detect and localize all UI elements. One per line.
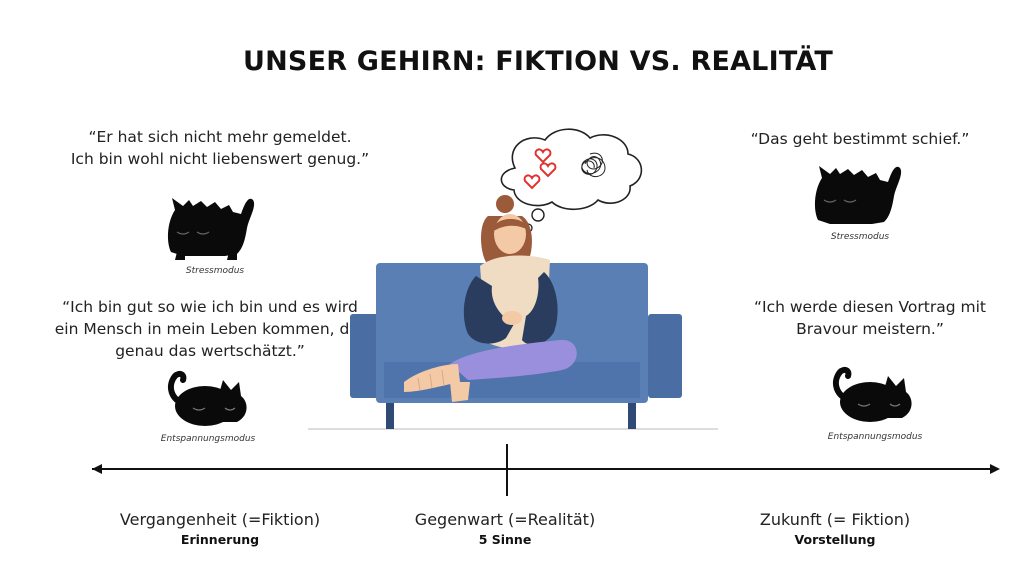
stressed-cat-icon: [163, 192, 259, 260]
timeline-past-label: Vergangenheit (=Fiktion): [119, 510, 321, 529]
quote-future-stress: “Das geht bestimmt schief.”: [700, 128, 1020, 150]
quote-line: “Er hat sich nicht mehr gemeldet.: [88, 128, 352, 146]
timeline-future-sub: Vorstellung: [794, 532, 876, 547]
stressed-cat-icon: [810, 160, 906, 228]
relaxed-cat-icon: [163, 364, 253, 428]
timeline-past: Vergangenheit (=Fiktion) Erinnerung: [100, 510, 340, 547]
quote-line: “Ich bin gut so wie ich bin und es wird: [62, 298, 358, 316]
quote-line: Bravour meistern.”: [796, 320, 944, 338]
page-title: UNSER GEHIRN: FIKTION VS. REALITÄT: [243, 46, 833, 77]
quote-past-relaxed: “Ich bin gut so wie ich bin und es wird …: [30, 296, 390, 362]
quote-line: “Das geht bestimmt schief.”: [750, 130, 970, 148]
heart-icon: [523, 148, 557, 190]
timeline-present: Gegenwart (=Realität) 5 Sinne: [385, 510, 625, 547]
caption-stressmodus-left: Stressmodus: [185, 266, 245, 276]
quote-line: Ich bin wohl nicht liebenswert genug.”: [70, 150, 370, 168]
quote-future-relaxed: “Ich werde diesen Vortrag mit Bravour me…: [710, 296, 1024, 340]
caption-stressmodus-right: Stressmodus: [830, 232, 890, 242]
quote-line: ein Mensch in mein Leben kommen, der: [54, 320, 366, 338]
timeline-past-sub: Erinnerung: [180, 532, 260, 547]
quote-past-stress: “Er hat sich nicht mehr gemeldet. Ich bi…: [40, 126, 400, 170]
timeline-present-sub: 5 Sinne: [478, 532, 532, 547]
quote-line: “Ich werde diesen Vortrag mit: [754, 298, 986, 316]
timeline-present-label: Gegenwart (=Realität): [414, 510, 596, 529]
scribble-icon: [581, 152, 606, 177]
quote-line: genau das wertschätzt.”: [115, 342, 305, 360]
caption-entspannungsmodus-left: Entspannungsmodus: [160, 434, 256, 444]
timeline-future: Zukunft (= Fiktion) Vorstellung: [715, 510, 955, 547]
caption-entspannungsmodus-right: Entspannungsmodus: [827, 432, 923, 442]
woman-figure-icon: [404, 195, 577, 402]
center-illustration: [308, 128, 718, 430]
relaxed-cat-icon: [828, 360, 918, 424]
timeline-axis: [92, 444, 1000, 496]
timeline-future-label: Zukunft (= Fiktion): [759, 510, 911, 529]
